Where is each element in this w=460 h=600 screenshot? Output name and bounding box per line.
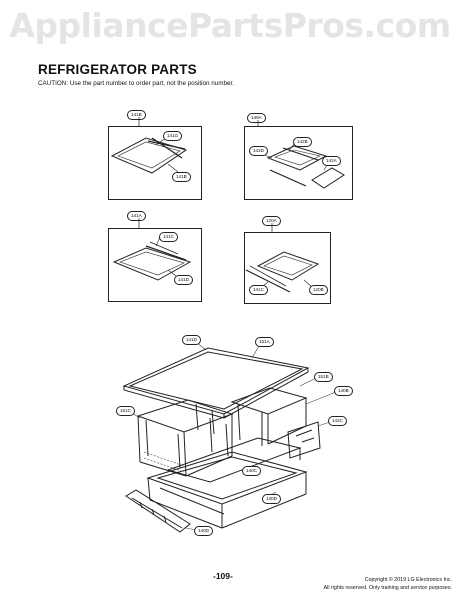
assembly-label-5: 151C bbox=[116, 406, 135, 416]
assembly-label-4: 140B bbox=[334, 386, 353, 396]
diagram-141b-label-1: 141G bbox=[163, 131, 183, 141]
diagram-141a-group-label: 141A bbox=[127, 211, 146, 221]
assembly-label-7: 140C bbox=[242, 466, 261, 476]
assembly-label-6: 142C bbox=[328, 416, 347, 426]
watermark: AppliancePartsPros.com bbox=[9, 6, 451, 45]
assembly-label-9: 140D bbox=[194, 526, 213, 536]
assembly-label-2: 151A bbox=[255, 337, 274, 347]
diagram-120a-label-1: 141C bbox=[249, 285, 268, 295]
diagram-141b-label-2: 141B bbox=[172, 172, 191, 182]
assembly-label-3: 151B bbox=[314, 372, 333, 382]
copyright-line-2: All rights reserved. Only training and s… bbox=[323, 585, 452, 591]
page-title: REFRIGERATOR PARTS bbox=[38, 62, 197, 77]
diagram-149a-label-3: 142A bbox=[322, 156, 341, 166]
diagram-141b-group-label: 141B bbox=[127, 110, 146, 120]
assembly-label-1: 141D bbox=[182, 335, 201, 345]
copyright-notice: Copyright © 2019 LG Electronics Inc. All… bbox=[324, 576, 452, 592]
diagram-120a-label-2: 120B bbox=[309, 285, 328, 295]
diagram-120a-group-label: 120A bbox=[262, 216, 281, 226]
diagram-149a-label-2: 142D bbox=[249, 146, 268, 156]
copyright-line-1: Copyright © 2019 LG Electronics Inc. bbox=[364, 577, 452, 583]
caution-note: CAUTION: Use the part number to order pa… bbox=[38, 80, 234, 87]
diagram-141a-label-1: 141C bbox=[159, 232, 178, 242]
diagram-149a-label-1: 142B bbox=[293, 137, 312, 147]
diagram-120a-frame bbox=[244, 232, 331, 304]
assembly-label-8: 140D bbox=[262, 494, 281, 504]
diagram-149a-group-label: 149A bbox=[247, 113, 266, 123]
diagram-141a-frame bbox=[108, 228, 202, 302]
page-number: -109- bbox=[213, 571, 233, 581]
diagram-149a-frame bbox=[244, 126, 353, 200]
diagram-141a-label-2: 141D bbox=[174, 275, 193, 285]
diagram-141b-frame bbox=[108, 126, 202, 200]
